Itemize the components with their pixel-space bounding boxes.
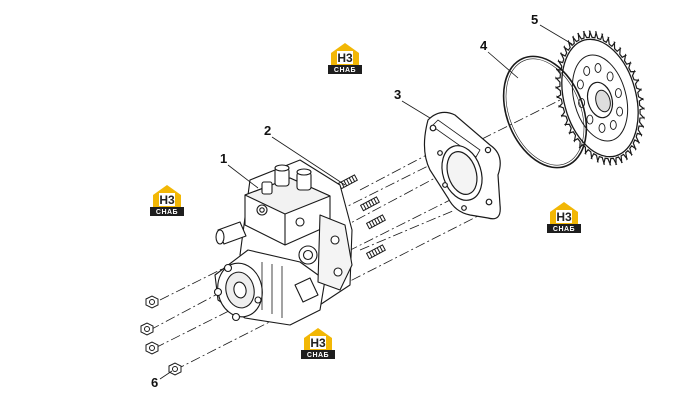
watermark-letters: H3 <box>159 193 175 207</box>
watermark-letters: H3 <box>337 51 353 65</box>
watermark-caption: СНАБ <box>553 226 575 233</box>
watermark-letters: H3 <box>310 336 326 350</box>
studs <box>337 174 386 260</box>
callout-2: 2 <box>264 123 271 138</box>
gear-hole <box>576 79 584 90</box>
callout-3: 3 <box>394 87 401 102</box>
callout-6: 6 <box>151 375 158 390</box>
gear-hole <box>594 63 602 73</box>
callout-5: 5 <box>531 12 538 27</box>
gear-hole <box>586 114 594 125</box>
leader-lines <box>159 24 573 380</box>
o-ring <box>502 55 588 169</box>
gear-hole <box>614 88 622 99</box>
gear-hole <box>598 123 606 133</box>
fuel-injection-pump <box>213 159 353 326</box>
callout-4: 4 <box>480 38 488 53</box>
watermark-caption: СНАБ <box>156 209 178 216</box>
assembly-center-lines <box>149 99 561 371</box>
gear-hole <box>609 120 617 130</box>
watermark-letters: H3 <box>556 210 572 224</box>
callout-1: 1 <box>220 151 227 166</box>
drive-gear <box>555 30 645 166</box>
gear-hole <box>616 106 624 117</box>
nuts <box>140 295 182 376</box>
gear-hole <box>606 71 614 82</box>
watermark-caption: СНАБ <box>307 352 329 359</box>
gear-hole <box>583 66 591 76</box>
mounting-flange <box>423 111 501 220</box>
watermark-caption: СНАБ <box>334 67 356 74</box>
callout-labels: 1 2 3 4 5 6 <box>151 12 538 390</box>
